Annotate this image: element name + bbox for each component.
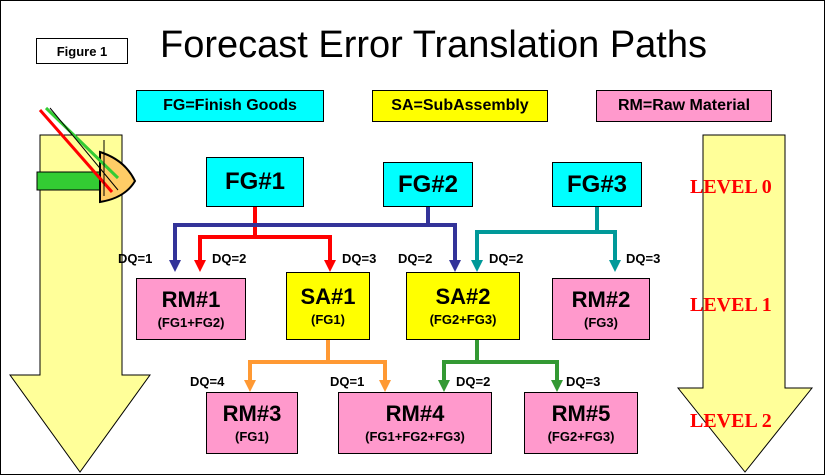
arrowhead-fg1-rm1 xyxy=(194,260,206,272)
node-sa2: SA#2 (FG2+FG3) xyxy=(406,272,520,340)
node-rm5: RM#5 (FG2+FG3) xyxy=(524,392,638,454)
path-sa1 xyxy=(248,340,387,382)
node-sa1: SA#1 (FG1) xyxy=(286,272,370,340)
legend-finish-goods: FG=Finish Goods xyxy=(136,90,324,122)
dq-sa1-rm4: DQ=1 xyxy=(330,374,365,389)
node-rm5-name: RM#5 xyxy=(551,400,611,426)
arrowhead-fg2-sa2 xyxy=(449,260,461,272)
node-rm1-sub: (FG1+FG2) xyxy=(157,314,225,330)
node-rm3-name: RM#3 xyxy=(222,400,282,426)
arrowhead-fg1-sa1 xyxy=(324,260,336,272)
legend-raw-material: RM=Raw Material xyxy=(596,90,772,122)
path-fg2 xyxy=(173,207,457,262)
node-rm1: RM#1 (FG1+FG2) xyxy=(136,278,246,340)
node-rm2: RM#2 (FG3) xyxy=(552,278,650,340)
node-sa1-sub: (FG1) xyxy=(311,311,345,327)
node-fg3: FG#3 xyxy=(552,162,642,207)
node-fg3-name: FG#3 xyxy=(566,170,628,198)
node-rm4-name: RM#4 xyxy=(385,400,445,426)
dq-fg1-sa1: DQ=3 xyxy=(342,251,377,266)
dq-sa2-rm4: DQ=2 xyxy=(456,374,491,389)
node-rm3: RM#3 (FG1) xyxy=(206,392,298,454)
dq-fg3-sa2: DQ=2 xyxy=(489,251,524,266)
node-fg1-name: FG#1 xyxy=(224,168,286,195)
dq-sa1-rm3: DQ=4 xyxy=(190,374,225,389)
node-sa1-name: SA#1 xyxy=(300,283,356,309)
dq-fg1-rm1: DQ=2 xyxy=(212,251,247,266)
arrowhead-sa2-rm4 xyxy=(438,380,450,392)
decoration-graphic xyxy=(36,106,137,204)
dq-fg2-sa2: DQ=2 xyxy=(398,251,433,266)
node-fg2: FG#2 xyxy=(383,162,473,207)
node-rm4-sub: (FG1+FG2+FG3) xyxy=(365,428,465,444)
legend-subassembly: SA=SubAssembly xyxy=(372,90,548,122)
arrowhead-fg3-rm2 xyxy=(609,260,621,272)
path-sa2 xyxy=(442,340,559,382)
node-fg1: FG#1 xyxy=(206,157,304,207)
level-1-label: LEVEL 1 xyxy=(690,294,772,316)
node-rm1-name: RM#1 xyxy=(161,286,221,312)
node-rm5-sub: (FG2+FG3) xyxy=(547,428,615,444)
arrowhead-sa2-rm5 xyxy=(551,380,563,392)
path-fg3 xyxy=(475,207,617,262)
dq-fg2-rm1: DQ=1 xyxy=(118,251,153,266)
arrowhead-fg3-sa2 xyxy=(471,260,483,272)
node-sa2-sub: (FG2+FG3) xyxy=(429,311,497,327)
level-0-label: LEVEL 0 xyxy=(690,176,772,198)
path-fg1 xyxy=(198,207,332,262)
node-sa2-name: SA#2 xyxy=(435,283,491,309)
node-rm4: RM#4 (FG1+FG2+FG3) xyxy=(338,392,492,454)
node-rm3-sub: (FG1) xyxy=(235,428,269,444)
node-fg2-name: FG#2 xyxy=(397,170,459,198)
arrowhead-fg2-rm1 xyxy=(169,260,181,272)
node-rm2-sub: (FG3) xyxy=(584,314,618,330)
node-rm2-name: RM#2 xyxy=(571,286,631,312)
arrowhead-sa1-rm3 xyxy=(244,380,256,392)
right-down-arrow xyxy=(676,134,814,473)
dq-fg3-rm2: DQ=3 xyxy=(626,251,661,266)
level-2-label: LEVEL 2 xyxy=(690,410,772,432)
dq-sa2-rm5: DQ=3 xyxy=(566,374,601,389)
arrowhead-sa1-rm4 xyxy=(379,380,391,392)
figure-label: Figure 1 xyxy=(36,38,128,64)
page-title: Forecast Error Translation Paths xyxy=(160,24,707,66)
